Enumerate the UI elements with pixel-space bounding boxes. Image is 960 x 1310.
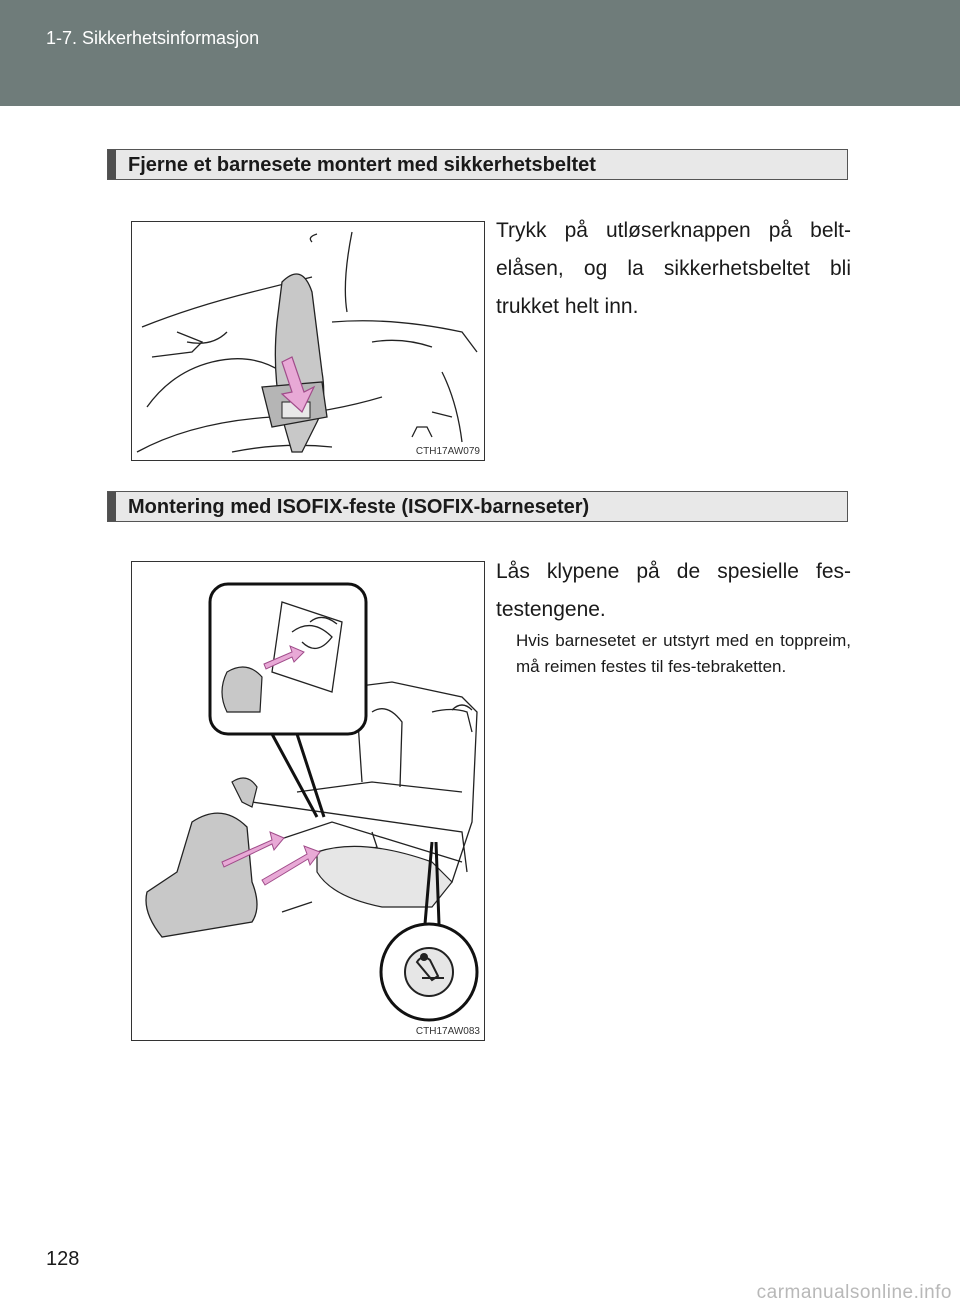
figure-code: CTH17AW083: [415, 1026, 480, 1037]
section-title: Fjerne et barnesete montert med sikkerhe…: [128, 154, 596, 176]
note-text: Hvis barnesetet er utstyrt med en toppre…: [516, 631, 851, 676]
watermark: carmanualsonline.info: [756, 1282, 952, 1303]
figure-isofix: CTH17AW083: [131, 561, 485, 1041]
heading-accent: [108, 150, 116, 179]
heading-accent: [108, 492, 116, 521]
section-heading-remove-seat: Fjerne et barnesete montert med sikkerhe…: [107, 149, 848, 180]
isofix-illustration: [145, 582, 479, 1022]
figure-code: CTH17AW079: [415, 446, 480, 457]
section-heading-isofix: Montering med ISOFIX-feste (ISOFIX-barne…: [107, 491, 848, 522]
section-title: Montering med ISOFIX-feste (ISOFIX-barne…: [128, 496, 590, 518]
chapter-header: 1-7. Sikkerhetsinformasjon: [0, 0, 960, 106]
instruction-text: Trykk på utløserknappen på belt-elåsen, …: [496, 219, 851, 318]
instruction-text: Lås klypene på de spesielle fes-testenge…: [496, 560, 851, 621]
page-number: 128: [46, 1248, 80, 1270]
belt-buckle-illustration: [136, 231, 478, 453]
chapter-title: 1-7. Sikkerhetsinformasjon: [46, 28, 260, 48]
figure-belt-buckle: CTH17AW079: [131, 221, 485, 461]
